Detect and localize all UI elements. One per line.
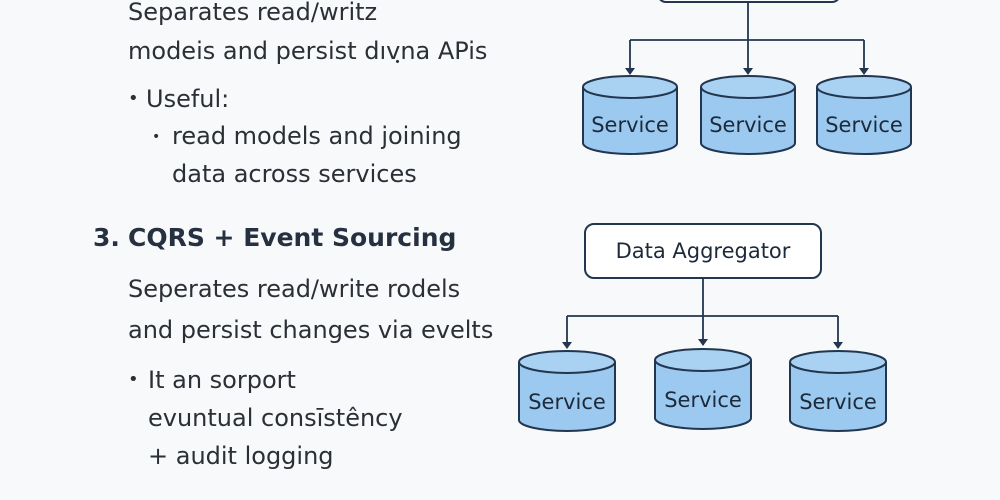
bottom-service-label-2: Service <box>664 388 742 412</box>
top-service-label-2: Service <box>709 113 787 137</box>
arrow-head <box>833 342 843 349</box>
top-service-label-1: Service <box>591 113 669 137</box>
arrow-head <box>625 68 635 75</box>
section-2-bullet: Useful: <box>146 85 230 113</box>
bullet-dot: • <box>128 369 139 390</box>
bottom-service-cylinder-3: Service <box>789 350 887 432</box>
top-service-cylinder-2: Service <box>700 75 796 155</box>
top-service-cylinder-3: Service <box>816 75 912 155</box>
section-3-bullet-line-3: + audit logging <box>148 442 334 470</box>
top-aggregator-box <box>659 0 839 3</box>
section-3-description-line-1: Seperates read/write rodels <box>128 275 461 303</box>
section-2-sub-bullet-line-1: read models and joining <box>172 122 462 150</box>
top-service-label-3: Service <box>825 113 903 137</box>
bottom-diagram: Data Aggregator Service Service Service <box>518 223 887 432</box>
bottom-service-cylinder-1: Service <box>518 350 616 432</box>
arrow-head <box>743 68 753 75</box>
section-2-sub-bullet-line-2: data across services <box>172 160 417 188</box>
section-3-description-line-2: and persist changes via evelts <box>128 316 494 344</box>
section-3-title: CQRS + Event Sourcing <box>128 223 457 252</box>
arrow-head <box>562 342 572 349</box>
bottom-service-label-3: Service <box>799 390 877 414</box>
section-3-bullet-line-1: It an sorport <box>148 366 296 394</box>
section-2-description-line-1: Separates read/writz <box>128 0 378 26</box>
top-diagram: Service Service Service <box>582 0 912 155</box>
section-3-bullet-line-2: evuntual consīstêncy <box>148 404 403 432</box>
bottom-connectors <box>566 278 839 343</box>
section-2-description-line-2: modeis and persist dıvฺna APis <box>128 37 488 65</box>
bullet-dot: • <box>128 88 139 109</box>
section-3-number: 3. <box>93 223 120 252</box>
top-connectors <box>629 2 865 69</box>
bottom-service-label-1: Service <box>528 390 606 414</box>
sub-bullet-dot: • <box>152 129 161 145</box>
arrow-head <box>859 68 869 75</box>
top-service-cylinder-1: Service <box>582 75 678 155</box>
bottom-service-cylinder-2: Service <box>654 348 752 430</box>
data-aggregator-label: Data Aggregator <box>616 239 791 263</box>
arrow-head <box>698 339 708 346</box>
